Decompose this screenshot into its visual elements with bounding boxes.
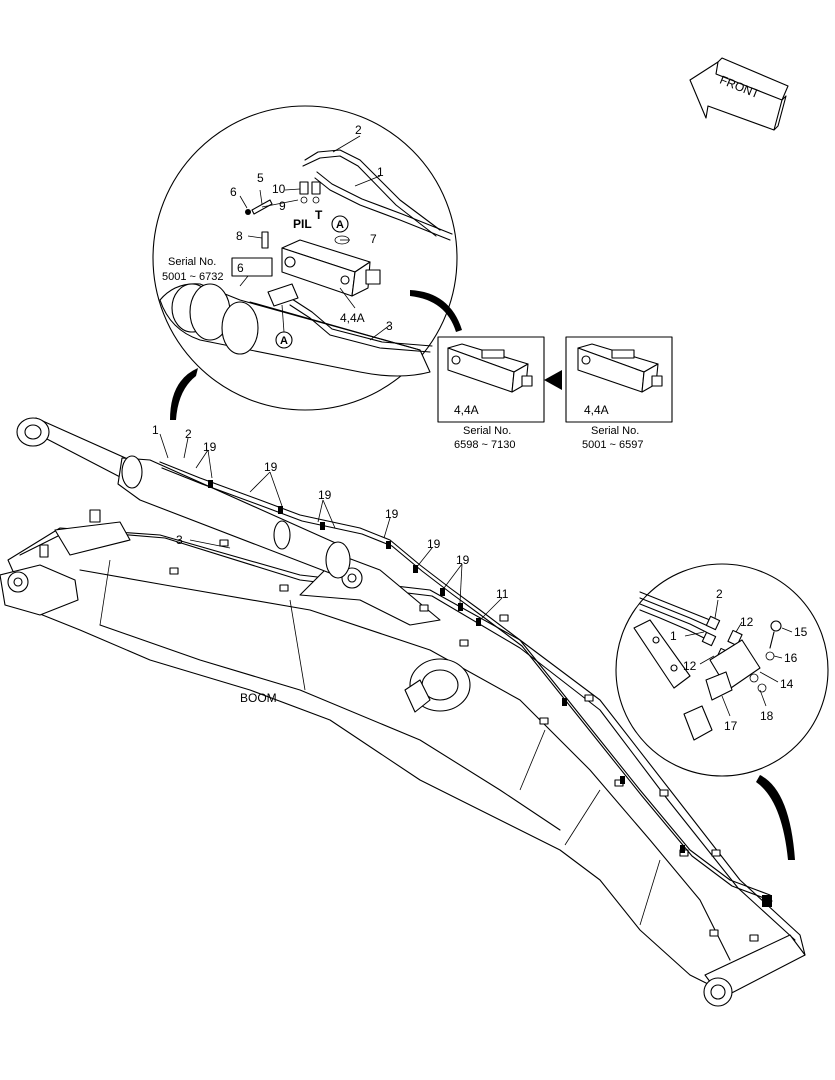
callout-2-main: 2 [185,427,192,441]
variant-b-title: Serial No. [591,425,639,437]
valve-variant-b [565,336,673,423]
boom-bolt-marks [39,509,759,942]
callout-19-e: 19 [427,537,441,551]
callout-1-main: 1 [152,423,159,437]
callout-5-detail: 5 [257,171,264,185]
variant-a-part: 4,4A [454,403,479,417]
callout-9-detail: 9 [279,199,286,213]
hose-clamps [208,480,772,907]
serial-box-title: Serial No. [168,256,216,268]
callout-15-bracket: 15 [794,625,808,639]
callout-17-bracket: 17 [724,719,738,733]
callout-11-main: 11 [496,587,509,601]
main-view-leaders [159,433,503,621]
callout-3-detail: 3 [386,319,393,333]
port-pil-label: PIL [293,217,312,231]
callout-19-f: 19 [456,553,470,567]
callout-19-c: 19 [318,488,332,502]
callout-3-main: 3 [176,533,183,547]
variant-a-title: Serial No. [463,425,511,437]
boom-label: BOOM [240,691,277,705]
callout-2-bracket: 2 [716,587,723,601]
variant-a-range: 6598 ~ 7130 [454,439,515,451]
callout-4-detail: 4,4A [340,311,365,325]
callout-19-a: 19 [203,440,217,454]
variant-b-range: 5001 ~ 6597 [582,439,643,451]
variant-b-part: 4,4A [584,403,609,417]
callout-18-bracket: 18 [760,709,774,723]
callout-8-detail: 8 [236,229,243,243]
valve-variant-a [437,336,562,423]
callout-6-boxed: 6 [237,261,244,275]
callout-10-detail: 10 [272,182,286,196]
callout-12-bracket-a: 12 [740,615,754,629]
front-direction-arrow: FRONT [689,57,789,131]
callout-1-detail: 1 [377,165,384,179]
callout-14-bracket: 14 [780,677,794,691]
detail-marker-a-top: A [336,219,344,231]
bracket-detail-circle [615,563,829,860]
port-t-label: T [315,208,323,222]
serial-box-range: 5001 ~ 6732 [162,271,223,283]
boom-cylinder [16,417,351,579]
callout-12-bracket-b: 12 [683,659,697,673]
callout-1-bracket: 1 [670,629,677,643]
callout-19-d: 19 [385,507,399,521]
valve-detail-circle [152,105,458,420]
hose-routing [159,461,773,907]
callout-16-bracket: 16 [784,651,798,665]
callout-6-detail: 6 [230,185,237,199]
detail-marker-a-bottom: A [280,335,288,347]
callout-19-b: 19 [264,460,278,474]
callout-2-detail: 2 [355,123,362,137]
callout-7-detail: 7 [370,232,377,246]
